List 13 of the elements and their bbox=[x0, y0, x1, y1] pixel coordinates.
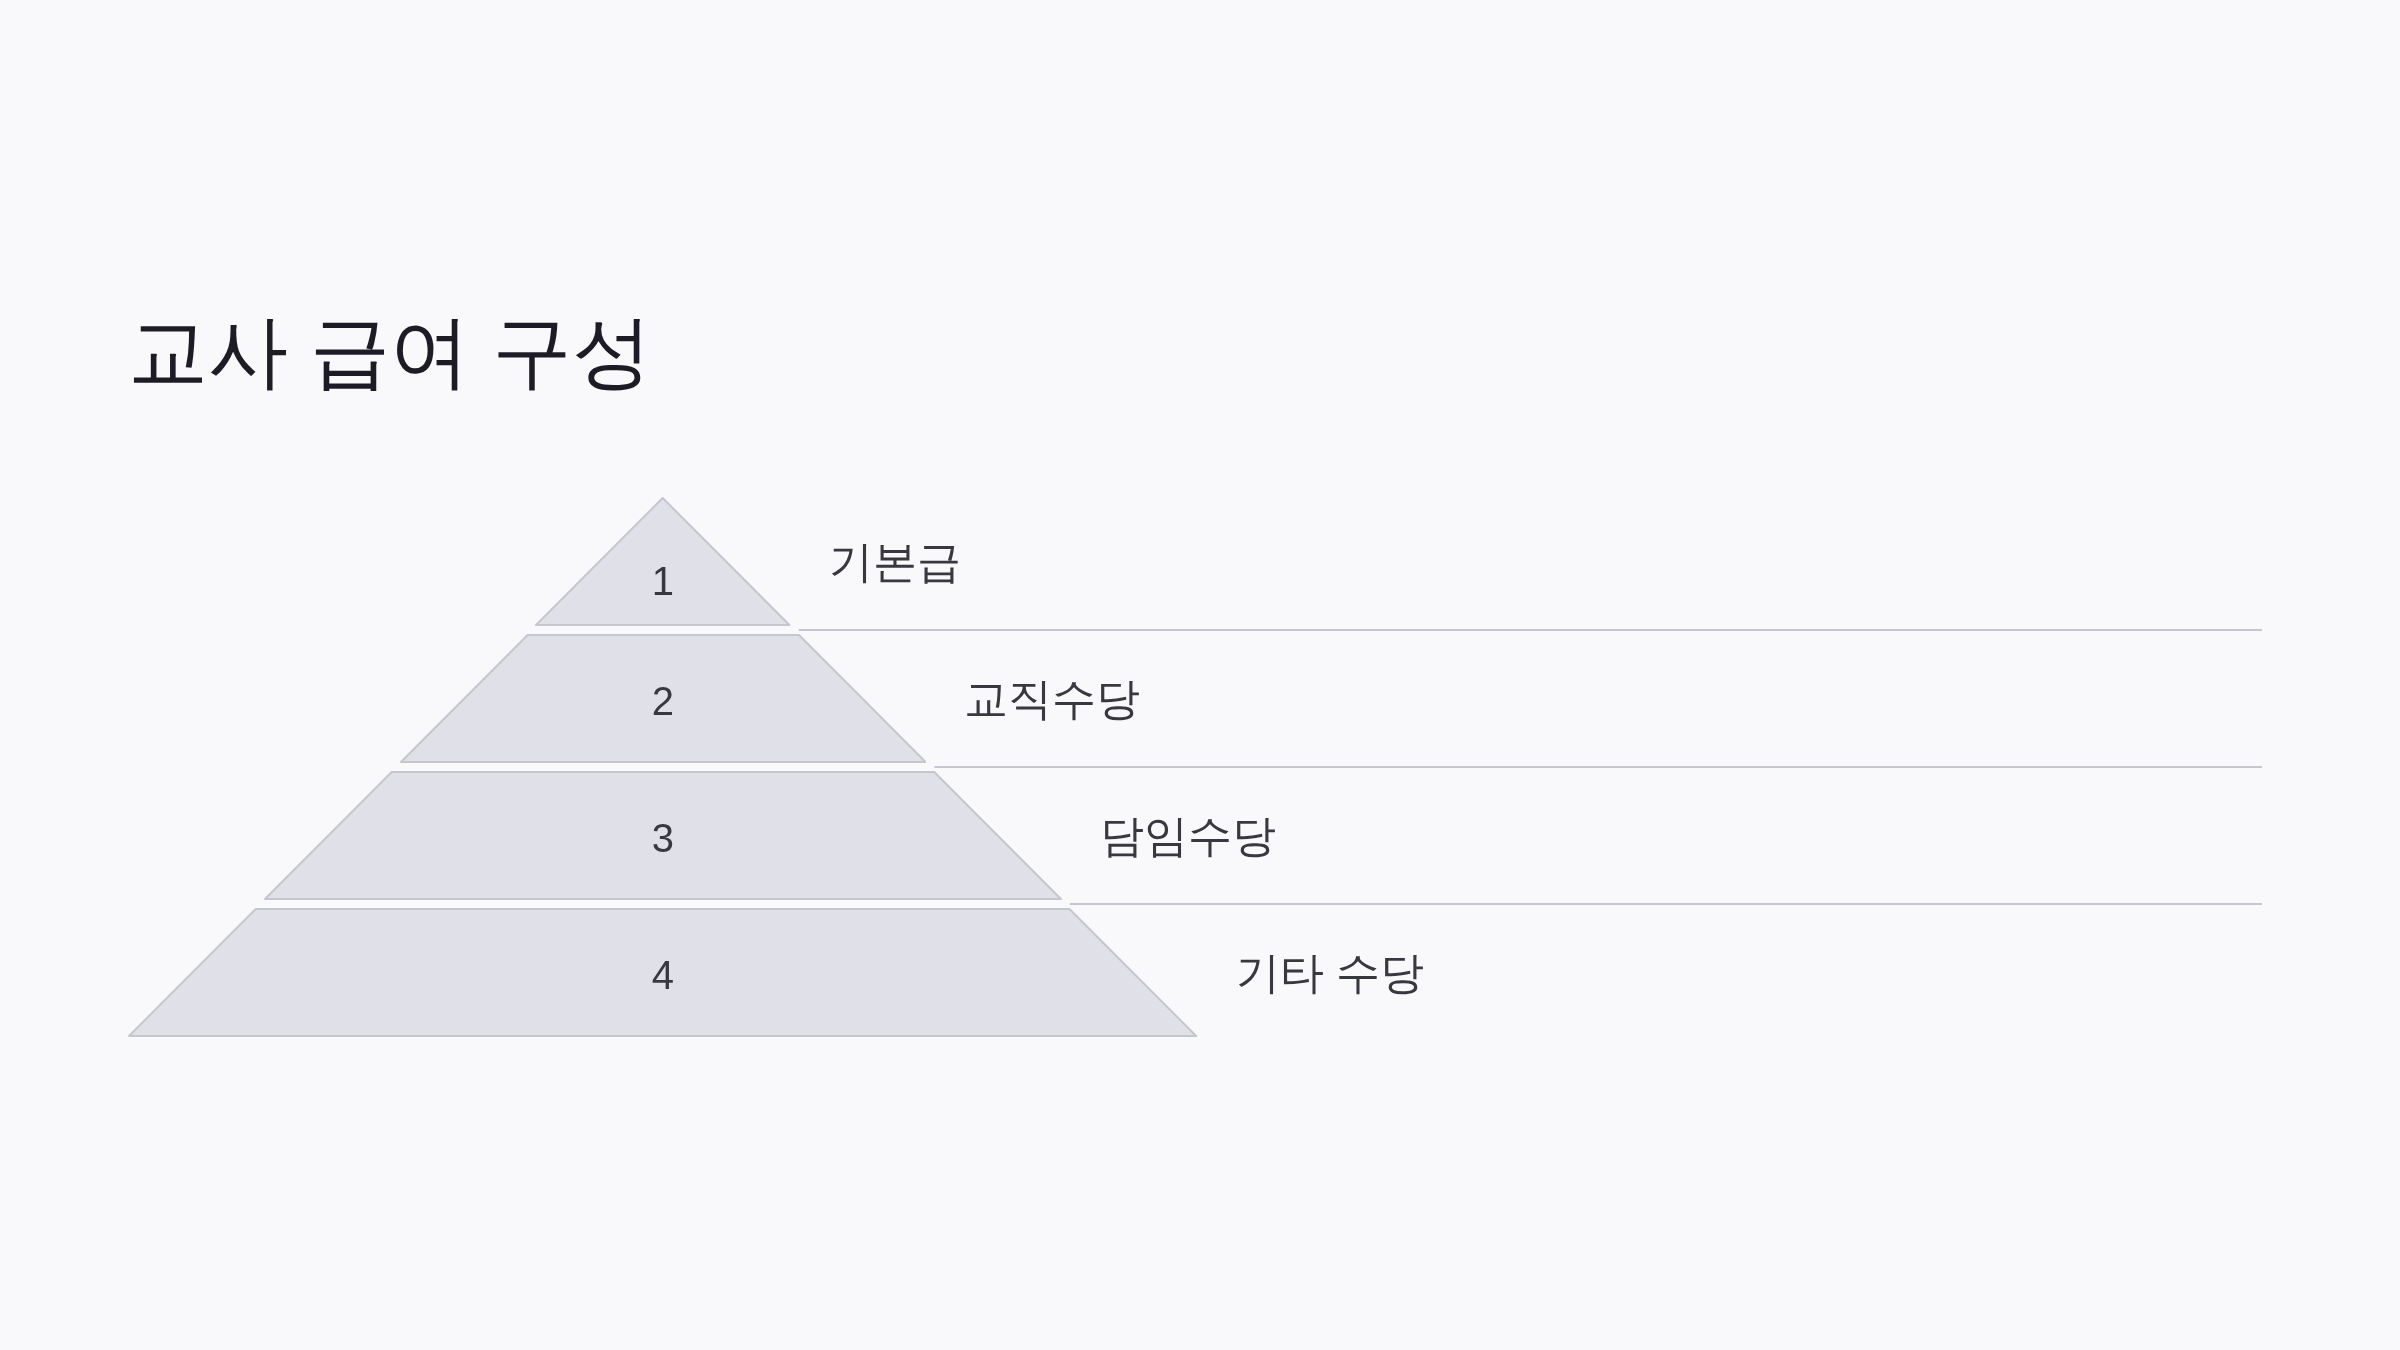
tier-label: 교직수당 bbox=[964, 672, 1141, 725]
tier-number: 1 bbox=[651, 558, 675, 603]
tier-label: 기본급 bbox=[828, 535, 961, 588]
tier-number: 2 bbox=[651, 678, 675, 723]
title: 교사 급여 구성 bbox=[128, 306, 653, 398]
pyramid-tier bbox=[128, 908, 1198, 1037]
pyramid-tier bbox=[399, 634, 927, 763]
pyramid-tier bbox=[535, 497, 791, 626]
tier-label: 기타 수당 bbox=[1235, 946, 1424, 999]
tier-label: 담임수당 bbox=[1099, 809, 1276, 862]
pyramid-tier bbox=[264, 771, 1062, 900]
tier-number: 3 bbox=[651, 815, 675, 860]
tier-number: 4 bbox=[651, 952, 675, 997]
